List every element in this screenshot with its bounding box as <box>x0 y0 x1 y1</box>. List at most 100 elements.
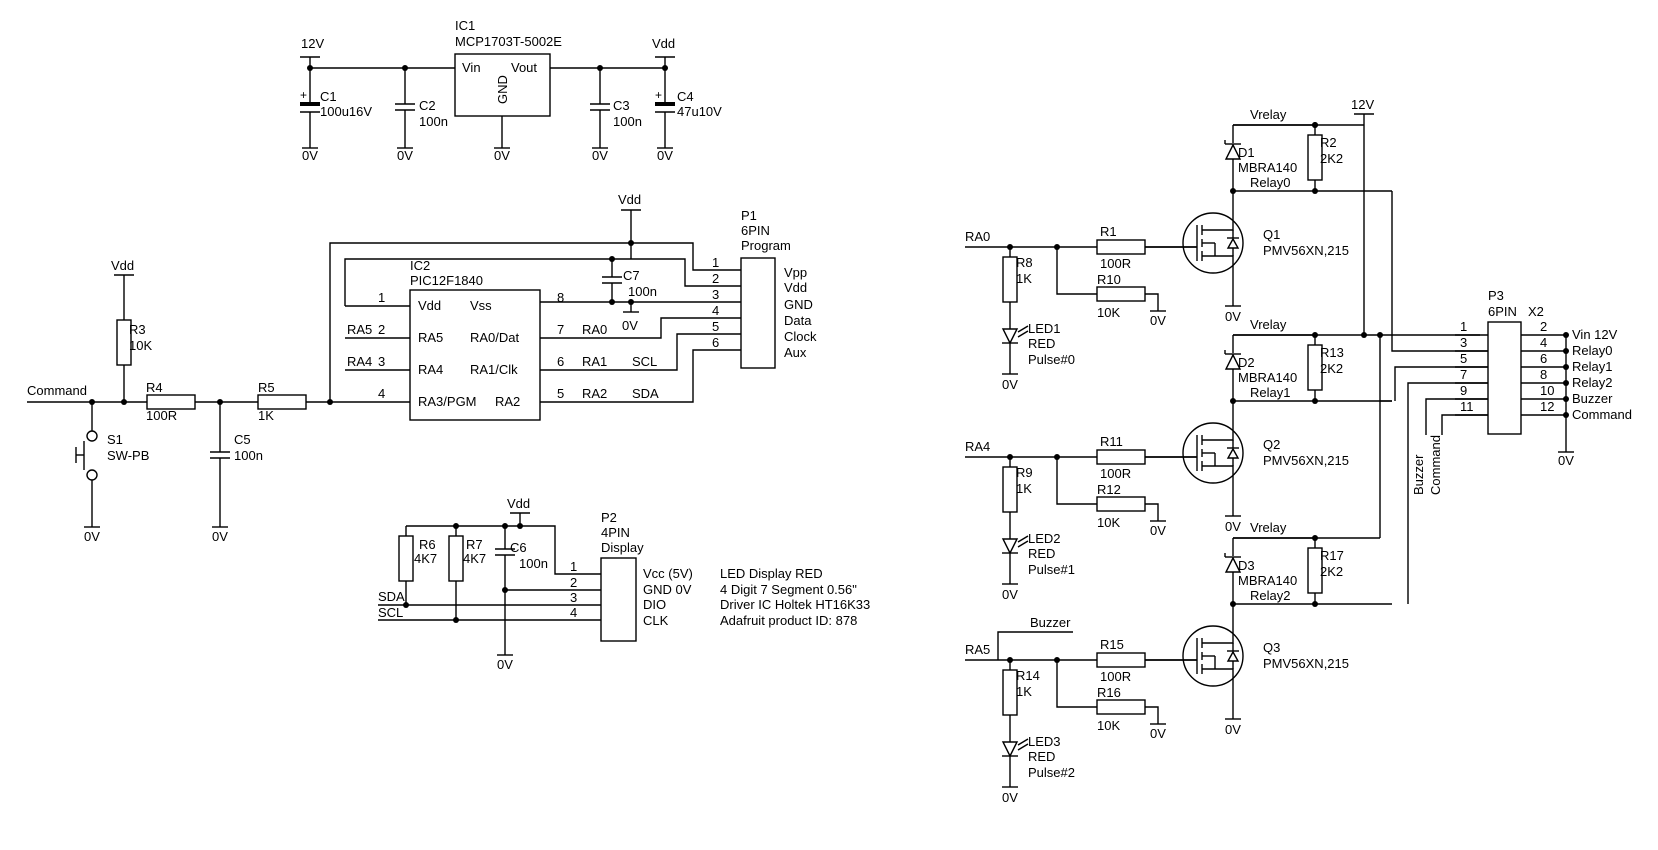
capacitor-c6: C6 100n 0V <box>495 526 548 672</box>
p1-label-gnd: GND <box>784 297 813 312</box>
net-scl-label: SCL <box>378 605 403 620</box>
gnd-label: 0V <box>1225 722 1241 737</box>
pulse-label: Pulse#0 <box>1028 352 1075 367</box>
input-net-label: RA0 <box>965 229 990 244</box>
p2-label-vcc: Vcc (5V) <box>643 566 693 581</box>
relay-channel-1: VrelayD1MBRA140R22K2Relay00VQ1PMV56XN,21… <box>965 107 1488 392</box>
p2-label-clk: CLK <box>643 613 669 628</box>
ic2-net-ra4: RA4 <box>347 354 372 369</box>
ic2-pin5-name: RA2 <box>495 394 520 409</box>
ic2-pin2-num: 2 <box>378 322 385 337</box>
led-ref: LED2 <box>1028 531 1061 546</box>
ic1-ref: IC1 <box>455 18 475 33</box>
r3-value: 10K <box>129 338 152 353</box>
display-note-line2: 4 Digit 7 Segment 0.56" <box>720 582 857 597</box>
gnd-label: 0V <box>1002 587 1018 602</box>
p2-pin3: 3 <box>570 590 577 605</box>
p1-label-data: Data <box>784 313 812 328</box>
ic2-pin8-name: Vss <box>470 298 492 313</box>
p3-header-body <box>1487 321 1522 435</box>
pulse-label: Pulse#1 <box>1028 562 1075 577</box>
p2-label-dio: DIO <box>643 597 666 612</box>
led-color: RED <box>1028 546 1055 561</box>
ic2-pin5-num: 5 <box>557 386 564 401</box>
gnd-label: 0V <box>1002 790 1018 805</box>
ic2-pin7-name: RA0/Dat <box>470 330 520 345</box>
led-resistor-ref: R9 <box>1016 465 1033 480</box>
resistor-r3: Vdd R3 10K <box>111 258 152 402</box>
ic2-body <box>409 289 541 421</box>
gate-resistor-value: 100R <box>1100 256 1131 271</box>
p1-ref: P1 <box>741 208 757 223</box>
mosfet-ref: Q1 <box>1263 227 1280 242</box>
pullup-resistor-ref: R2 <box>1320 135 1337 150</box>
ic2-part: PIC12F1840 <box>410 273 483 288</box>
p3-pin-7: 7 <box>1460 367 1467 382</box>
p3-pin-9: 9 <box>1460 383 1467 398</box>
diode-ref: D1 <box>1238 145 1255 160</box>
p2-pin2: 2 <box>570 575 577 590</box>
net-12v-label: 12V <box>1351 97 1374 112</box>
gnd-label: 0V <box>302 148 318 163</box>
led-ref: LED3 <box>1028 734 1061 749</box>
p3-type: 6PIN <box>1488 304 1517 319</box>
pullup-resistor-ref: R13 <box>1320 345 1344 360</box>
vdd-label: Vdd <box>111 258 134 273</box>
mosfet-value: PMV56XN,215 <box>1263 243 1349 258</box>
p3-label: Buzzer <box>1572 391 1613 406</box>
p1-pin2: 2 <box>712 271 719 286</box>
relay-driver-channels: VrelayD1MBRA140R22K2Relay00VQ1PMV56XN,21… <box>965 107 1488 805</box>
vrelay-label: Vrelay <box>1250 317 1287 332</box>
resistor-r4: R4 100R <box>146 380 196 423</box>
p1-pin1: 1 <box>712 255 719 270</box>
svg-text:+: + <box>655 88 662 102</box>
ic2-net-ra5: RA5 <box>347 322 372 337</box>
c4-ref: C4 <box>677 89 694 104</box>
p3-ref: P3 <box>1488 288 1504 303</box>
capacitor-c1: + C1 100u16V 0V <box>300 68 372 163</box>
gnd-label: 0V <box>622 318 638 333</box>
ic1-vin: Vin <box>462 60 481 75</box>
regulator-ic1: IC1 MCP1703T-5002E Vin Vout GND 0V <box>454 18 562 163</box>
diode-value: MBRA140 <box>1238 370 1297 385</box>
gnd-label: 0V <box>84 529 100 544</box>
vdd-label: Vdd <box>618 192 641 207</box>
p2-ref: P2 <box>601 510 617 525</box>
r3-ref: R3 <box>129 322 146 337</box>
gnd-label: 0V <box>212 529 228 544</box>
p3-label: Command <box>1572 407 1632 422</box>
c2-value: 100n <box>419 114 448 129</box>
ic1-gnd: GND <box>495 75 510 104</box>
resistor-r5: R5 1K <box>257 380 307 423</box>
pulse-label: Pulse#2 <box>1028 765 1075 780</box>
gnd-label: 0V <box>1225 519 1241 534</box>
relay-bus-wiring: 12V <box>1233 97 1480 539</box>
net-command-vlabel: Command <box>1428 435 1443 495</box>
r6-value: 4K7 <box>414 551 437 566</box>
ic2-pin6-name: RA1/Clk <box>470 362 518 377</box>
ic2-net-ra0: RA0 <box>582 322 607 337</box>
ic2-net-scl: SCL <box>632 354 657 369</box>
pullup-resistor-ref: R17 <box>1320 548 1344 563</box>
ic2-pin6-num: 6 <box>557 354 564 369</box>
relay-channel-2: VrelayD2MBRA140R132K2Relay10VQ2PMV56XN,2… <box>965 317 1488 602</box>
p1-label-vpp: Vpp <box>784 265 807 280</box>
p3-pin-6: 6 <box>1540 351 1547 366</box>
ic2-pin4-name: RA3/PGM <box>418 394 477 409</box>
ic2-ref: IC2 <box>410 258 430 273</box>
gnd-label: 0V <box>1150 313 1166 328</box>
relay-net-label: Relay1 <box>1250 385 1290 400</box>
ic1-part: MCP1703T-5002E <box>455 34 562 49</box>
ic2-pin1-name: Vdd <box>418 298 441 313</box>
svg-text:+: + <box>300 88 307 102</box>
led-ref: LED1 <box>1028 321 1061 336</box>
p3-pin-2: 2 <box>1540 319 1547 334</box>
relay-net-label: Relay2 <box>1250 588 1290 603</box>
capacitor-c2: C2 100n 0V <box>395 68 448 163</box>
mosfet-value: PMV56XN,215 <box>1263 656 1349 671</box>
gnd-label: 0V <box>592 148 608 163</box>
mosfet-ref: Q3 <box>1263 640 1280 655</box>
net-sda-label: SDA <box>378 589 405 604</box>
